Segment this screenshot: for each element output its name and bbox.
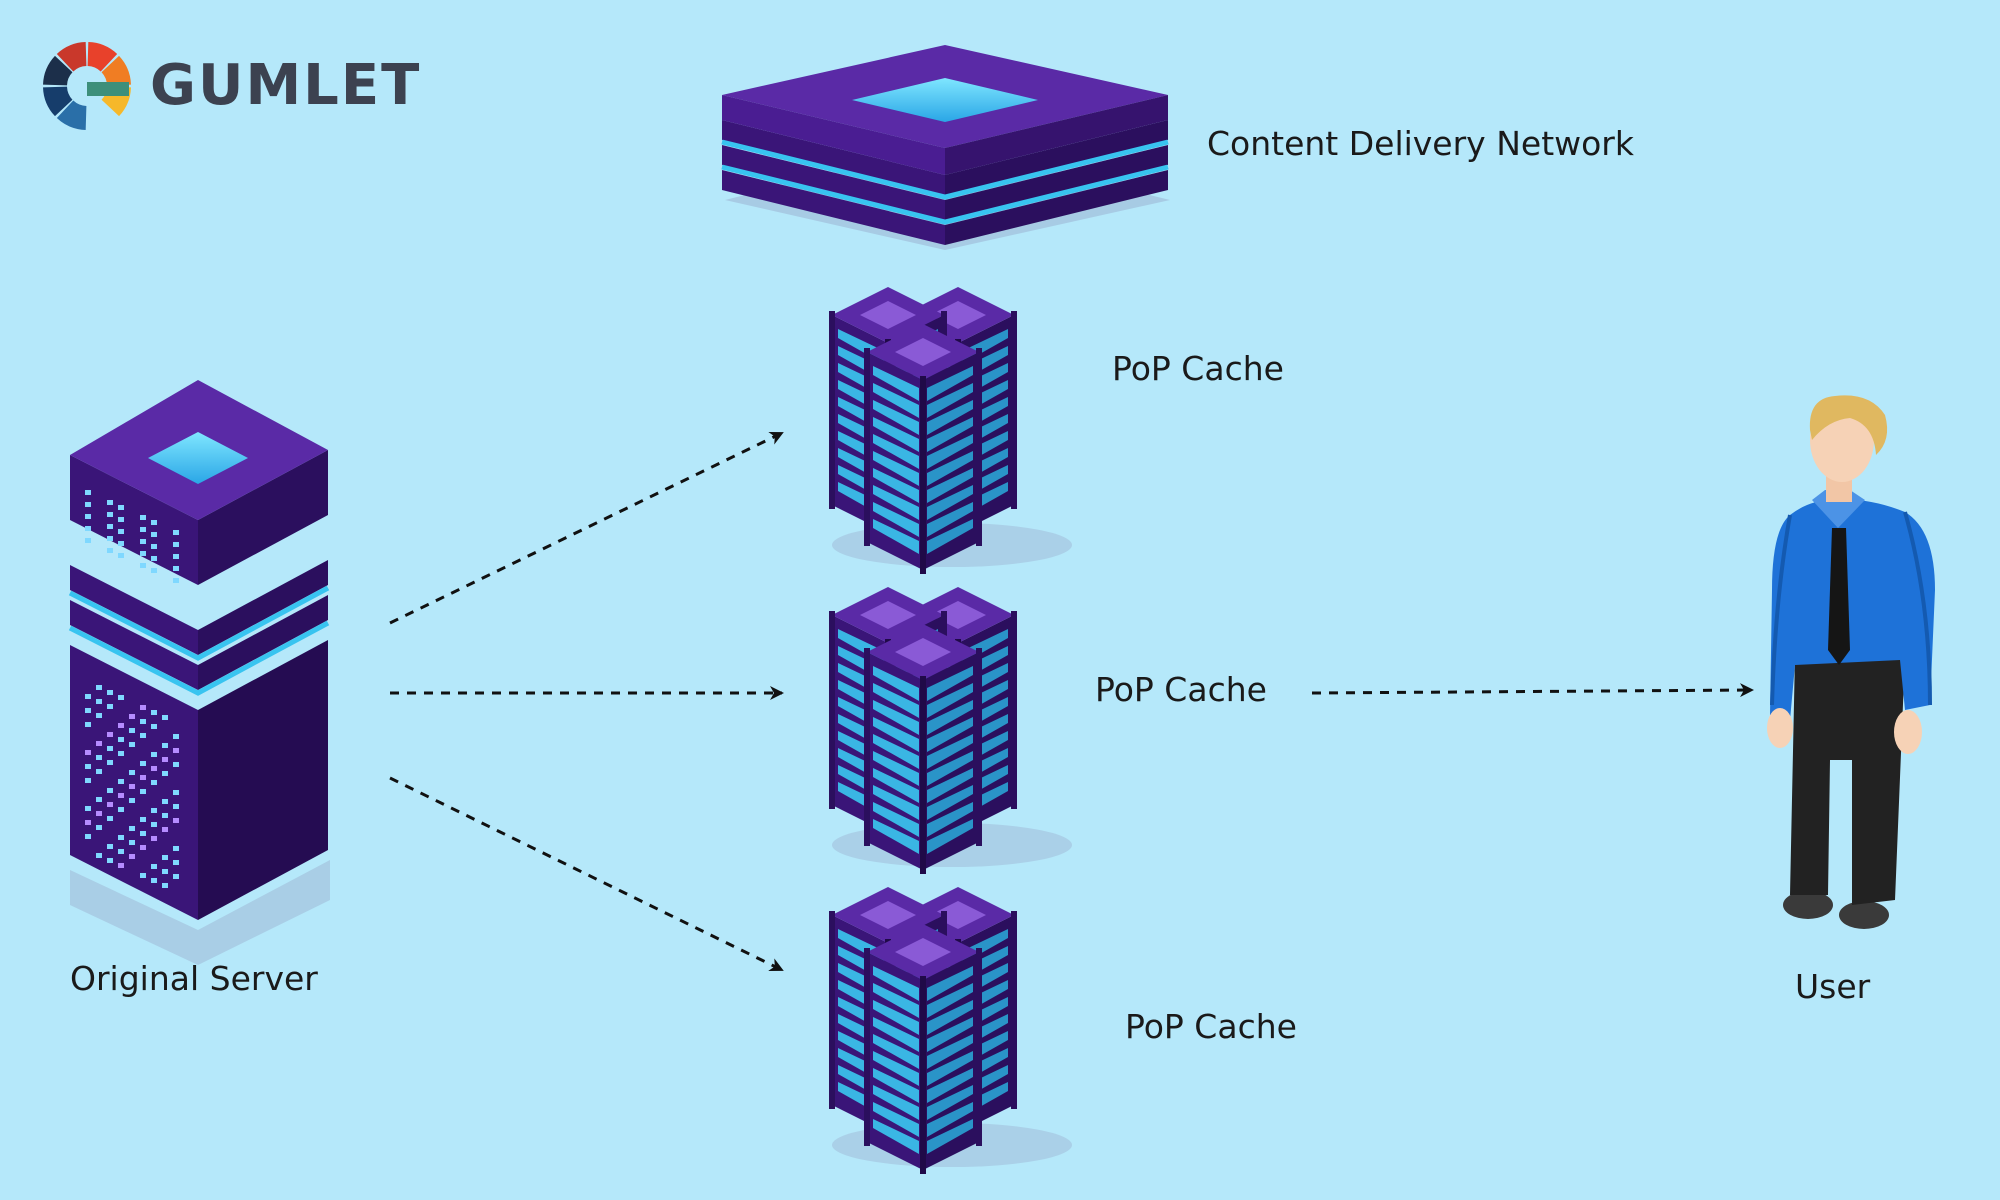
server-rack-icon bbox=[829, 587, 1072, 874]
arrow-icon bbox=[389, 431, 1754, 972]
pop-cache-label-top: PoP Cache bbox=[1112, 349, 1284, 388]
user-label: User bbox=[1795, 967, 1871, 1006]
server-rack-icon bbox=[829, 287, 1072, 574]
origin-server-icon bbox=[68, 380, 330, 965]
user-figure-icon bbox=[1767, 395, 1935, 929]
pop-cache-label-bottom: PoP Cache bbox=[1125, 1007, 1297, 1046]
server-rack-icon bbox=[829, 887, 1072, 1174]
cdn-label: Content Delivery Network bbox=[1207, 124, 1634, 163]
origin-server-label: Original Server bbox=[70, 959, 318, 998]
pop-cache-label-middle: PoP Cache bbox=[1095, 670, 1267, 709]
cdn-platform-icon bbox=[721, 45, 1170, 250]
logo-icon bbox=[43, 42, 131, 130]
brand-name: GUMLET bbox=[150, 53, 422, 118]
